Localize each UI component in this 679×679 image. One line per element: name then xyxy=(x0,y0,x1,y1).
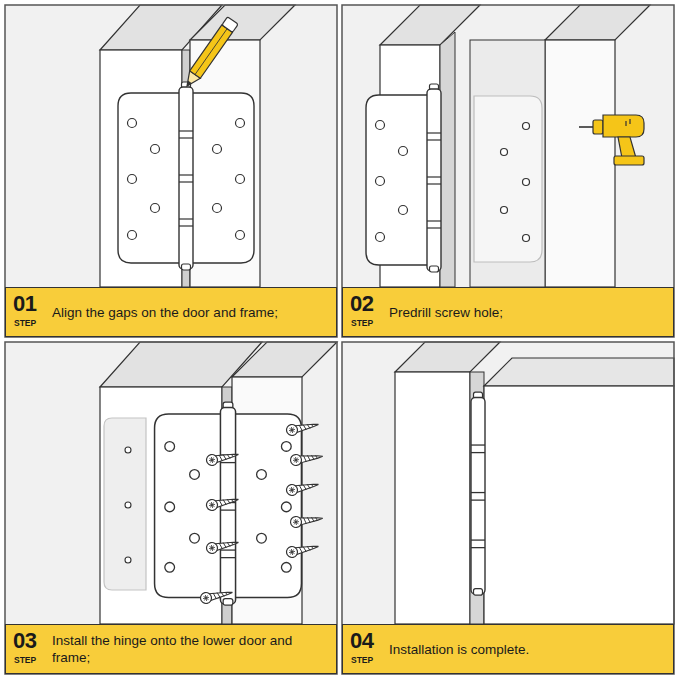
door-gap xyxy=(470,372,484,624)
step-band: 01STEP Align the gaps on the door and fra… xyxy=(5,287,337,337)
step-word: STEP xyxy=(351,318,373,328)
step-number: 03 xyxy=(13,628,36,654)
step-word: STEP xyxy=(14,318,36,328)
door-top xyxy=(380,5,480,45)
wall xyxy=(342,342,674,624)
screws xyxy=(199,419,323,605)
frame-top xyxy=(545,5,650,40)
wall xyxy=(342,5,674,287)
wall xyxy=(5,5,337,287)
panel-border xyxy=(5,342,337,674)
frame-face xyxy=(545,40,615,287)
step-instruction: Align the gaps on the door and frame; xyxy=(52,288,330,336)
panel-border xyxy=(342,5,674,337)
pilot-holes xyxy=(125,447,131,563)
step-instruction: Installation is complete. xyxy=(389,625,667,673)
step-two-scene xyxy=(342,5,674,337)
hinge-knuckle xyxy=(427,84,441,272)
step-band: 02STEP Predrill screw hole; xyxy=(342,287,674,337)
frame-top xyxy=(190,5,295,40)
wall xyxy=(5,342,337,624)
frame-face xyxy=(395,372,470,624)
frame-side xyxy=(470,40,545,287)
hinge-outline xyxy=(104,418,146,590)
step-instruction: Install the hinge onto the lower door an… xyxy=(52,625,330,673)
door-top xyxy=(484,358,674,386)
step-band: 04STEP Installation is complete. xyxy=(342,624,674,674)
frame-top xyxy=(395,342,500,372)
step-band: 03STEP Install the hinge onto the lower d… xyxy=(5,624,337,674)
pilot-holes xyxy=(501,123,530,242)
hinge-leaf xyxy=(366,95,431,265)
step-word: STEP xyxy=(351,655,373,665)
step-number: 02 xyxy=(350,291,373,317)
frame-top xyxy=(232,342,337,377)
pencil xyxy=(182,17,239,90)
hinge xyxy=(118,82,254,270)
panel-border xyxy=(342,342,674,674)
hinge-knuckle xyxy=(471,392,485,595)
door-edge xyxy=(440,32,455,287)
hinge-outline xyxy=(474,96,542,262)
hinge xyxy=(155,402,302,605)
step-one-scene xyxy=(5,5,337,337)
step-four-scene xyxy=(342,342,674,674)
step-three-scene xyxy=(5,342,337,674)
step-number: 04 xyxy=(350,628,373,654)
step-word: STEP xyxy=(14,655,36,665)
step-instruction: Predrill screw hole; xyxy=(389,288,667,336)
panel-border xyxy=(5,5,337,337)
door-face xyxy=(484,386,674,624)
drill xyxy=(579,115,644,165)
step-number: 01 xyxy=(13,291,36,317)
